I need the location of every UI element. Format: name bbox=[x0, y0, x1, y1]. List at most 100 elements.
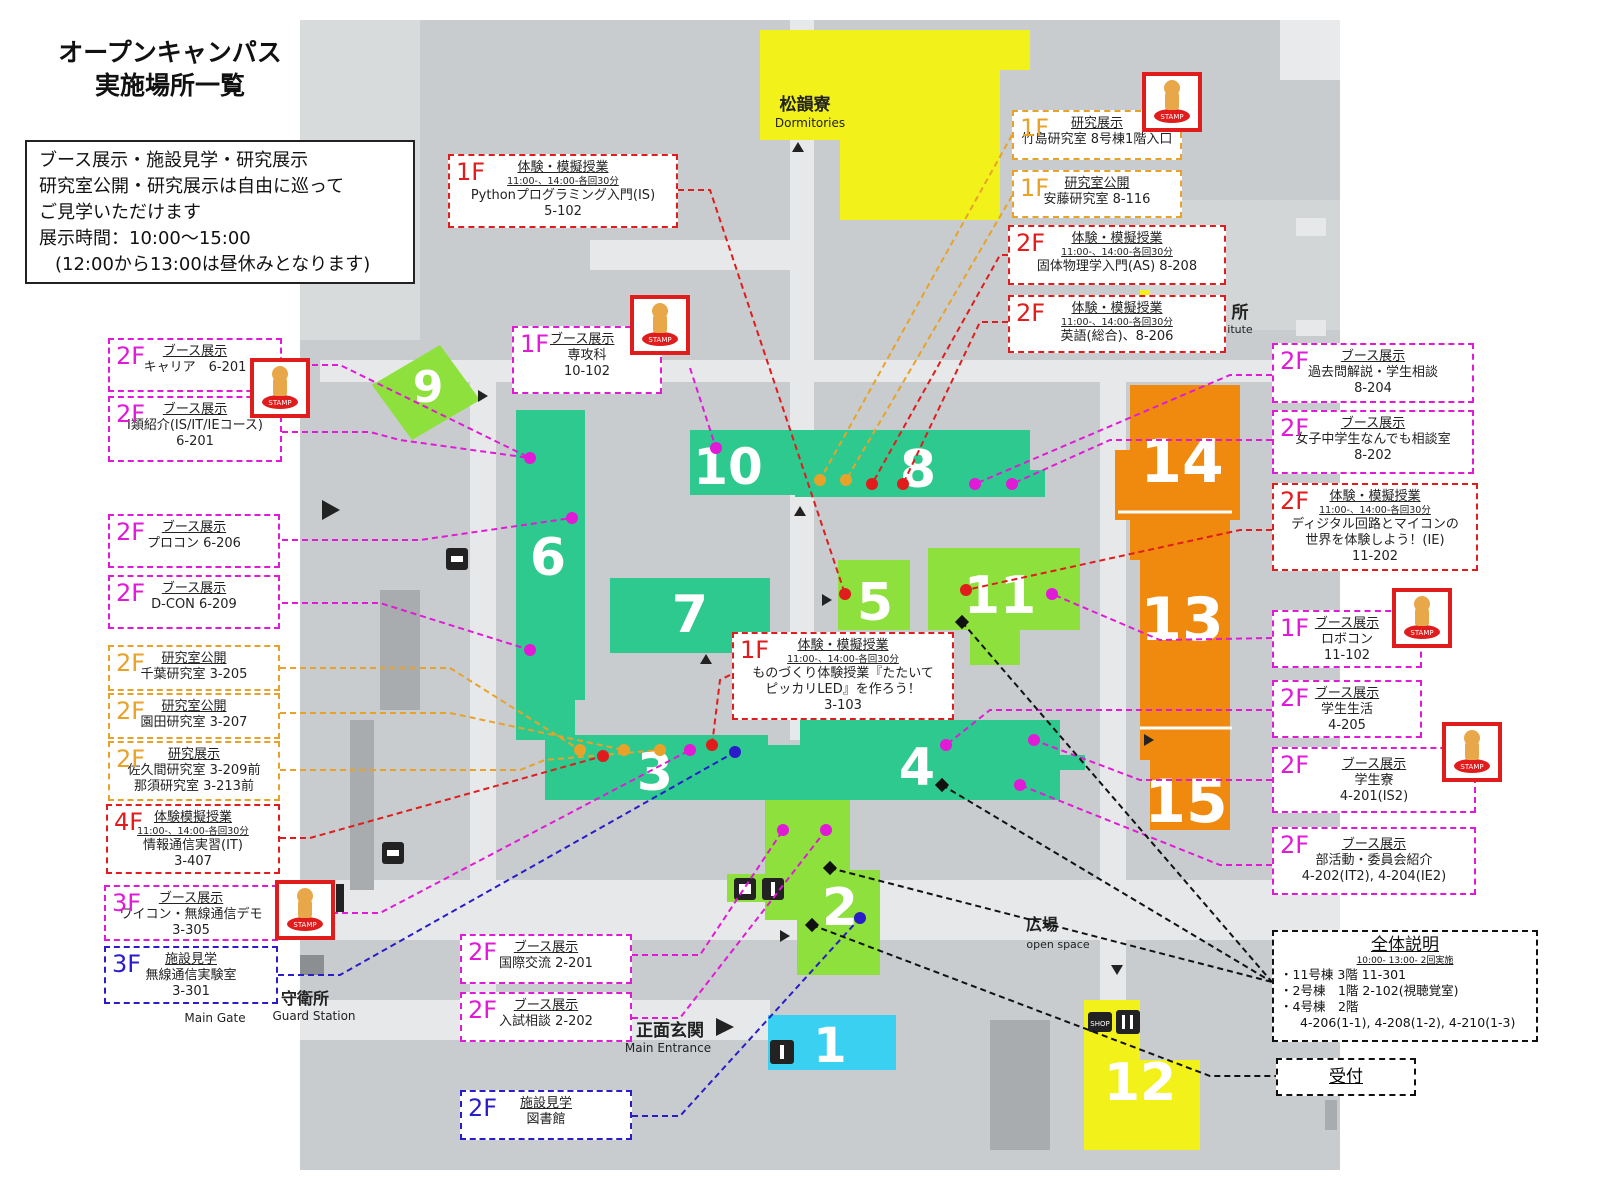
callout-schedule: 11:00-、14:00-各回30分 bbox=[1061, 247, 1173, 258]
callout-8-202: 2F ブース展示 女子中学生なんでも相談室 8-202 bbox=[1272, 410, 1474, 474]
title-line: 実施場所一覧 bbox=[94, 71, 245, 100]
building-11-shape bbox=[928, 548, 1080, 665]
building-number: 1 bbox=[813, 1018, 846, 1074]
floor-label: 2F bbox=[1280, 347, 1310, 375]
callout-category: ブース展示 bbox=[162, 402, 228, 417]
floor-label: 1F bbox=[1020, 174, 1050, 202]
callout-category: ブース展示 bbox=[1341, 837, 1407, 852]
arrow-right-icon bbox=[780, 930, 790, 942]
floor-label: 4F bbox=[114, 808, 144, 836]
floor-label: 2F bbox=[1280, 751, 1310, 779]
callout-category: ブース展示 bbox=[550, 332, 615, 347]
shop-icon bbox=[1088, 1012, 1112, 1032]
building-number: 11 bbox=[964, 566, 1036, 626]
callout-desc: ものづくり体験授業『たたいて bbox=[752, 666, 934, 681]
building-number: 15 bbox=[1144, 767, 1228, 837]
callout-desc: 無線通信実験室 bbox=[145, 968, 237, 983]
floor-label: 2F bbox=[468, 996, 498, 1024]
callout-schedule: 11:00-、14:00-各回30分 bbox=[507, 176, 619, 187]
callout-desc: 安藤研究室 8-116 bbox=[1043, 192, 1151, 207]
callout-schedule: 11:00-、14:00-各回30分 bbox=[1319, 505, 1431, 516]
map-text: 松韻寮 Dormitories 広場 open space Main Gate … bbox=[184, 94, 1253, 1055]
callout-desc: 那須研究室 3-213前 bbox=[134, 779, 254, 794]
building-numbers: 1 2 3 4 5 6 7 8 9 10 11 12 13 14 15 bbox=[413, 362, 1228, 1113]
callout-desc: 固体物理学入門(AS) 8-208 bbox=[1036, 259, 1198, 274]
callout-category: 研究室公開 bbox=[161, 699, 227, 714]
info-box: ブース展示・施設見学・研究展示 研究室公開・研究展示は自由に巡って ご見学いただ… bbox=[25, 140, 415, 284]
callout-desc: 10-102 bbox=[563, 364, 611, 379]
building-dormitory bbox=[760, 30, 1030, 220]
dormitory-label-jp: 松韻寮 bbox=[780, 94, 831, 115]
building-10-shape bbox=[690, 430, 800, 495]
arrow-up-icon bbox=[700, 654, 712, 664]
callout-desc: 世界を体験しよう！(IE) bbox=[1305, 533, 1445, 548]
map-symbols: SHOP bbox=[322, 142, 1154, 1064]
guard-station-label-jp: 守衛所 bbox=[281, 989, 329, 1008]
floor-label: 2F bbox=[1280, 487, 1310, 515]
stamp-icon: STAMP bbox=[275, 880, 335, 940]
callout-category: ブース展示 bbox=[513, 998, 579, 1013]
callout-3-301: 3F 施設見学 無線通信実験室 3-301 bbox=[104, 946, 278, 1004]
callout-6-209: 2F ブース展示 D-CON 6-209 bbox=[108, 575, 280, 629]
open-space-label-jp: 広場 bbox=[1026, 915, 1058, 934]
building-4-shape bbox=[768, 720, 1085, 800]
callout-desc: 3-301 bbox=[172, 984, 210, 999]
callout-desc: 千葉研究室 3-205 bbox=[140, 667, 248, 682]
callout-desc: 専攻科 bbox=[567, 348, 607, 363]
callout-desc: 3-407 bbox=[174, 854, 212, 869]
callout-category: ブース展示 bbox=[158, 891, 224, 906]
floor-label: 2F bbox=[1016, 229, 1046, 257]
floor-label: 2F bbox=[116, 745, 146, 773]
floor-label: 2F bbox=[116, 342, 146, 370]
building-number: 10 bbox=[693, 438, 763, 496]
callout-category: 研究室公開 bbox=[161, 651, 227, 666]
building-number: 7 bbox=[672, 585, 708, 645]
arrow-right-icon bbox=[478, 390, 488, 402]
callout-desc: 8-202 bbox=[1354, 448, 1392, 463]
floor-label: 1F bbox=[520, 330, 550, 358]
building-13-14-15-shape bbox=[1115, 385, 1240, 830]
floor-label: 2F bbox=[1280, 414, 1310, 442]
callout-desc: 4-205 bbox=[1328, 718, 1366, 733]
arrow-right-icon bbox=[1144, 734, 1154, 746]
callout-desc: キャリア 6-201 bbox=[143, 360, 247, 375]
info-line: 展示時間：10:00～15:00 bbox=[39, 228, 251, 249]
stamp-icon: STAMP bbox=[630, 295, 690, 355]
callout-3-209: 2F 研究展示 佐久間研究室 3-209前 那須研究室 3-213前 bbox=[108, 741, 280, 801]
floor-label: 1F bbox=[740, 636, 770, 664]
floor-label: 3F bbox=[112, 889, 142, 917]
floor-label: 2F bbox=[116, 697, 146, 725]
floor-label: 2F bbox=[468, 938, 498, 966]
callout-desc: 11-202 bbox=[1351, 549, 1399, 564]
stamp-icon: STAMP bbox=[250, 358, 310, 418]
callout-desc: 園田研究室 3-207 bbox=[140, 715, 248, 730]
callout-3-407: 4F 体験模擬授業 11:00-、14:00-各回30分 情報通信実習(IT) … bbox=[106, 804, 280, 874]
building-number: 12 bbox=[1104, 1053, 1176, 1113]
callout-4-205: 2F ブース展示 学生生活 4-205 bbox=[1272, 680, 1422, 738]
floor-label: 2F bbox=[1016, 299, 1046, 327]
building-number: 8 bbox=[900, 440, 936, 500]
callout-category: ブース展示 bbox=[1314, 616, 1380, 631]
overall-row: ・4号棟 2階 bbox=[1280, 999, 1359, 1014]
callout-desc: 英語(総合)、8-206 bbox=[1060, 329, 1174, 344]
callout-3-103: 1F 体験・模擬授業 11:00-、14:00-各回30分 ものづくり体験授業『… bbox=[732, 632, 954, 720]
arrow-up-icon bbox=[794, 506, 806, 516]
info-line: 研究室公開・研究展示は自由に巡って bbox=[39, 176, 345, 197]
guard-station-label-en: Guard Station bbox=[272, 1009, 355, 1023]
callout-desc: 学生寮 bbox=[1354, 773, 1394, 788]
callout-desc: プロコン 6-206 bbox=[147, 536, 241, 551]
floor-label: 2F bbox=[116, 649, 146, 677]
callout-desc: 情報通信実習(IT) bbox=[143, 838, 243, 853]
callout-desc: 入試相談 2-202 bbox=[499, 1014, 593, 1029]
callout-4-202: 2F ブース展示 部活動・委員会紹介 4-202(IT2), 4-204(IE2… bbox=[1272, 827, 1476, 895]
building-6-shape bbox=[516, 410, 585, 740]
building-number: 2 bbox=[822, 878, 858, 938]
callout-category: 施設見学 bbox=[164, 952, 217, 967]
stamp-label: STAMP bbox=[1410, 629, 1433, 637]
callout-8-204: 2F ブース展示 過去問解説・学生相談 8-204 bbox=[1272, 343, 1474, 403]
reception-box: 受付 bbox=[1276, 1058, 1416, 1096]
floor-label: 2F bbox=[116, 579, 146, 607]
callout-2-202: 2F ブース展示 入試相談 2-202 bbox=[460, 992, 632, 1042]
callout-8-116: 1F 研究室公開 安藤研究室 8-116 bbox=[1012, 170, 1182, 218]
callout-desc: 佐久間研究室 3-209前 bbox=[127, 763, 261, 778]
